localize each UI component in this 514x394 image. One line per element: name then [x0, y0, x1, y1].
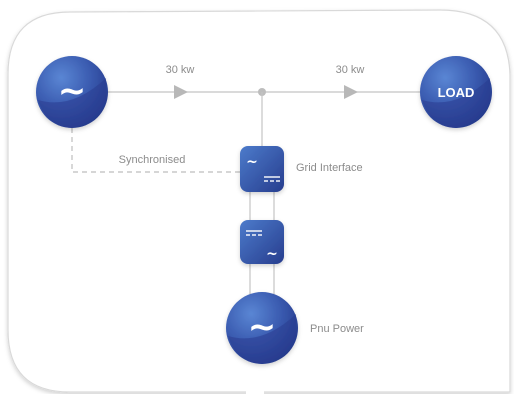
pnu-power-label: Pnu Power — [310, 323, 364, 335]
load-label: LOAD — [438, 85, 475, 100]
sync-dashed-line — [71, 128, 240, 173]
pnu-converter: ~ — [240, 220, 284, 264]
generator-node: ~ — [36, 56, 108, 128]
flow-arrow-left — [174, 85, 188, 99]
flow-label-left: 30 kw — [166, 64, 195, 76]
flow-arrow-right — [344, 85, 358, 99]
sync-label: Synchronised — [119, 154, 186, 166]
svg-text:~: ~ — [248, 307, 277, 347]
flow-label-right: 30 kw — [336, 64, 365, 76]
pnu-power-node: ~ — [226, 292, 298, 364]
ac-small-icon: ~ — [246, 154, 258, 170]
frame-notch — [246, 386, 264, 394]
diagram-frame — [7, 9, 511, 393]
svg-text:~: ~ — [266, 246, 278, 262]
grid-interface-inverter: ~ — [240, 146, 284, 192]
grid-interface-label: Grid Interface — [296, 162, 363, 174]
ac-symbol-icon: ~ — [58, 71, 87, 111]
load-node: LOAD — [420, 56, 492, 128]
